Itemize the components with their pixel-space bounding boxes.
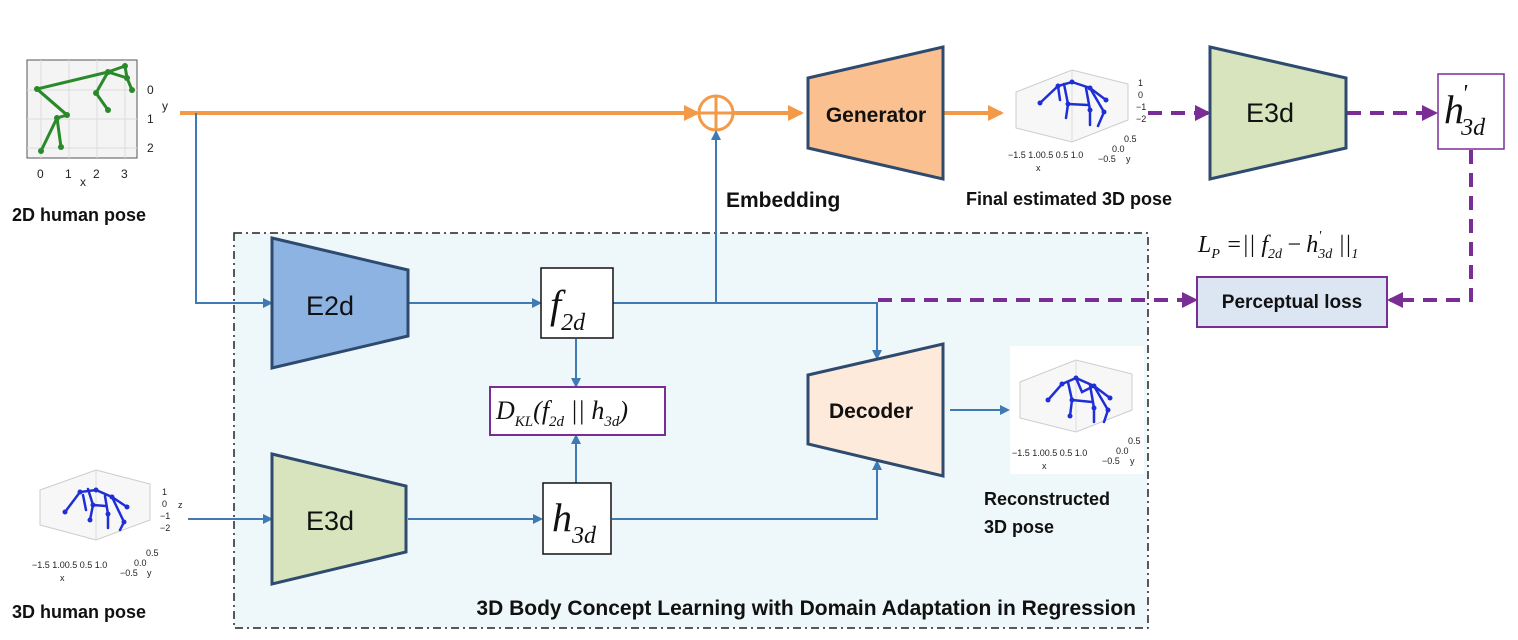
sum-node [697, 94, 735, 132]
blue-arrow-h3d-to-decoder [612, 460, 882, 520]
pose-3d-input-plot: 1 0 −1 −2 z −1.5 1.00.5 0.5 1.0 x 0.5 0.… [32, 469, 183, 583]
reconstructed-label-line2: 3D pose [984, 517, 1054, 537]
final-y-tick-0: 0.5 [1124, 134, 1137, 144]
recon-y-label: y [1130, 456, 1135, 466]
pose3d-in-y-tick-0: 0.5 [146, 548, 159, 558]
h3d-prime-box: h'3d [1437, 73, 1505, 150]
pose-2d-label: 2D human pose [12, 205, 146, 225]
e2d-encoder-block: E2d [270, 236, 410, 370]
final-z-tick-3: −2 [1136, 114, 1146, 124]
pose2d-x-tick-2: 2 [93, 167, 100, 181]
pose2d-y-tick-1: 1 [147, 112, 154, 126]
e3d-upper-block: E3d [1208, 45, 1348, 181]
generator-label: Generator [826, 104, 926, 127]
recon-y-tick-0: 0.5 [1128, 436, 1141, 446]
blue-arrow-pose-to-e2d [195, 113, 273, 308]
purple-arrow-h3dprime-to-loss [1387, 150, 1473, 308]
final-z-tick-1: 0 [1138, 90, 1143, 100]
decoder-label: Decoder [829, 400, 913, 423]
pose2d-y-label: y [162, 99, 168, 113]
final-y-tick-1: 0.0 [1112, 144, 1125, 154]
pose-3d-label: 3D human pose [12, 602, 146, 622]
pose3d-in-z-tick-3: −2 [160, 523, 170, 533]
e2d-label: E2d [306, 291, 354, 321]
pose2d-y-tick-0: 0 [147, 83, 154, 97]
perceptual-loss-formula: LP=|| f2d−h'3d ||1 [1197, 229, 1358, 262]
pose3d-in-y-label: y [147, 568, 152, 578]
pose2d-x-tick-3: 3 [121, 167, 128, 181]
recon-y-tick-1: 0.0 [1116, 446, 1129, 456]
final-pose-label: Final estimated 3D pose [966, 189, 1172, 209]
perceptual-loss-label: Perceptual loss [1222, 292, 1362, 313]
decoder-block: Decoder [806, 342, 945, 478]
final-pose-plot: 1 0 −1 −2 −1.5 1.00.5 0.5 1.0 x 0.5 0.0 … [1008, 69, 1146, 173]
e3d-encoder-block: E3d [270, 452, 408, 586]
kl-divergence-box: DKL(f2d || h3d) [489, 386, 666, 436]
reconstructed-pose-plot: −1.5 1.00.5 0.5 1.0 x 0.5 0.0 −0.5 y [1010, 346, 1144, 474]
pose2d-x-tick-1: 1 [65, 167, 72, 181]
pose3d-in-z-label: z [178, 500, 183, 510]
final-z-tick-2: −1 [1136, 102, 1146, 112]
pose3d-in-y-tick-2: −0.5 [120, 568, 138, 578]
f2d-feature-box: f2d [540, 267, 614, 339]
final-x-label: x [1036, 163, 1041, 173]
h3d-feature-box: h3d [542, 482, 612, 555]
e3d-lower-label: E3d [306, 506, 354, 536]
pose-2d-plot: 0 1 2 3 x 0 1 2 y [26, 59, 168, 189]
recon-x-ticks: −1.5 1.00.5 0.5 1.0 [1012, 448, 1087, 458]
perceptual-loss-box: Perceptual loss [1196, 276, 1388, 328]
pose3d-in-z-tick-0: 1 [162, 487, 167, 497]
embedding-label: Embedding [726, 189, 840, 212]
recon-y-tick-2: −0.5 [1102, 456, 1120, 466]
final-x-ticks: −1.5 1.00.5 0.5 1.0 [1008, 150, 1083, 160]
h3d-prime-symbol: h'3d [1444, 81, 1486, 141]
pose2d-x-label: x [80, 175, 86, 189]
final-z-tick-0: 1 [1138, 78, 1143, 88]
recon-x-label: x [1042, 461, 1047, 471]
region-title: 3D Body Concept Learning with Domain Ada… [476, 597, 1136, 620]
pose2d-y-tick-2: 2 [147, 141, 154, 155]
final-y-tick-2: −0.5 [1098, 154, 1116, 164]
pose3d-in-x-label: x [60, 573, 65, 583]
generator-block: Generator [806, 45, 945, 181]
final-y-label: y [1126, 154, 1131, 164]
pose2d-x-tick-0: 0 [37, 167, 44, 181]
pose3d-in-z-tick-2: −1 [160, 511, 170, 521]
pose3d-in-z-tick-1: 0 [162, 499, 167, 509]
pose3d-in-x-ticks: −1.5 1.00.5 0.5 1.0 [32, 560, 107, 570]
reconstructed-label-line1: Reconstructed [984, 489, 1110, 509]
e3d-upper-label: E3d [1246, 98, 1294, 128]
h3d-symbol: h3d [552, 495, 597, 549]
pose3d-in-y-tick-1: 0.0 [134, 558, 147, 568]
kl-divergence-formula: DKL(f2d || h3d) [495, 396, 628, 430]
